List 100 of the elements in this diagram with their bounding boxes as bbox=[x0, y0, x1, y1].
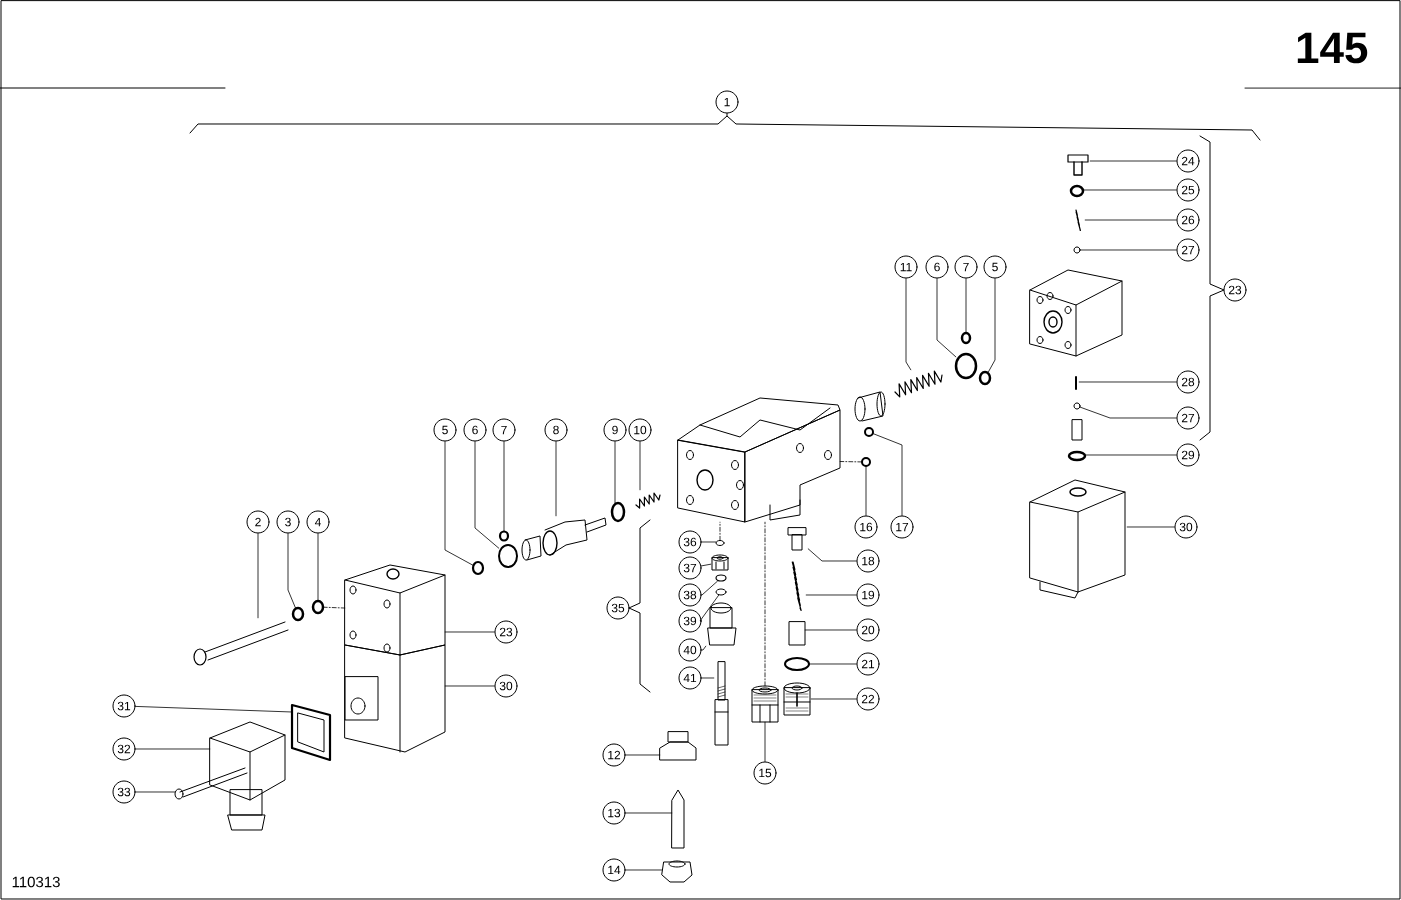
leader-line bbox=[1089, 160, 1177, 162]
nut-drawing bbox=[864, 427, 874, 437]
callout-number: 30 bbox=[1174, 515, 1198, 539]
leader-line bbox=[808, 663, 857, 665]
ball-drawing bbox=[1073, 402, 1081, 410]
callout-number: 29 bbox=[1176, 443, 1200, 467]
fitting-drawing bbox=[707, 602, 737, 646]
center-line bbox=[322, 606, 346, 609]
callout-number: 31 bbox=[112, 694, 136, 718]
o-ring-drawing bbox=[498, 530, 510, 542]
callout-number: 27 bbox=[1176, 406, 1200, 430]
callout-number: 24 bbox=[1176, 149, 1200, 173]
leader-line bbox=[1082, 189, 1177, 191]
callout-number: 1 bbox=[715, 90, 739, 114]
callout-number: 3 bbox=[276, 510, 300, 534]
leader-line bbox=[444, 441, 474, 566]
solenoid-drawing bbox=[1029, 479, 1126, 599]
leader-line bbox=[625, 812, 673, 814]
leader-line bbox=[503, 441, 505, 532]
leader-line bbox=[625, 754, 661, 756]
o-ring-drawing bbox=[954, 352, 978, 380]
o-ring-drawing bbox=[715, 588, 727, 596]
washer-drawing bbox=[291, 606, 305, 622]
leader-line bbox=[699, 594, 720, 622]
leader-line bbox=[988, 278, 996, 373]
callout-number: 2 bbox=[246, 510, 270, 534]
valve-block-drawing bbox=[677, 397, 841, 523]
drawing-number: 110313 bbox=[12, 876, 60, 888]
bolt-drawing bbox=[193, 621, 289, 666]
solenoid-drawing bbox=[344, 644, 446, 753]
o-ring-drawing bbox=[715, 574, 727, 582]
pin-drawing bbox=[714, 661, 729, 746]
callout-number: 9 bbox=[603, 418, 627, 442]
leader-line bbox=[1079, 249, 1177, 251]
callout-number: 37 bbox=[678, 556, 702, 580]
screw-drawing bbox=[174, 767, 248, 800]
connector-drawing bbox=[209, 721, 286, 831]
callout-number: 6 bbox=[925, 255, 949, 279]
leader-line bbox=[135, 748, 211, 750]
nut-drawing bbox=[861, 457, 871, 467]
leader-line bbox=[287, 533, 296, 609]
pin-drawing bbox=[671, 789, 685, 849]
leader-line bbox=[701, 677, 715, 679]
leader-line bbox=[257, 533, 259, 619]
leader-line bbox=[805, 594, 857, 596]
washer-drawing bbox=[311, 599, 325, 615]
bolt-drawing bbox=[1067, 154, 1089, 176]
spring-drawing bbox=[791, 561, 802, 612]
o-ring-drawing bbox=[1067, 450, 1087, 462]
plug-drawing bbox=[783, 682, 811, 716]
center-line bbox=[719, 521, 721, 541]
leader-line bbox=[872, 433, 903, 516]
leader-line bbox=[1078, 381, 1177, 383]
callout-number: 20 bbox=[856, 618, 880, 642]
o-ring-drawing bbox=[978, 370, 992, 386]
o-ring-drawing bbox=[960, 331, 972, 345]
seal-ring-drawing bbox=[784, 657, 810, 671]
callout-number: 5 bbox=[433, 418, 457, 442]
callout-number: 10 bbox=[628, 418, 652, 442]
leader-line bbox=[764, 721, 766, 762]
callout-number: 16 bbox=[854, 515, 878, 539]
plug-drawing bbox=[659, 731, 697, 761]
callout-number: 39 bbox=[678, 609, 702, 633]
callout-number: 11 bbox=[894, 255, 918, 279]
valve-housing-drawing bbox=[344, 564, 446, 656]
callout-number: 26 bbox=[1176, 208, 1200, 232]
callout-number: 41 bbox=[678, 666, 702, 690]
leader-line bbox=[865, 465, 867, 516]
callout-number: 6 bbox=[463, 418, 487, 442]
leader-line bbox=[905, 278, 912, 371]
leader-line bbox=[804, 629, 857, 631]
pin-drawing bbox=[787, 527, 807, 551]
callout-number: 40 bbox=[678, 638, 702, 662]
callout-number: 38 bbox=[678, 583, 702, 607]
leader-line bbox=[965, 278, 967, 334]
leader-line bbox=[807, 548, 857, 562]
nut-drawing bbox=[661, 860, 693, 883]
sleeve-drawing bbox=[788, 621, 806, 646]
o-ring-drawing bbox=[715, 540, 725, 546]
ball-drawing bbox=[1073, 246, 1081, 254]
callout-number: 14 bbox=[602, 858, 626, 882]
leader-line bbox=[555, 441, 557, 517]
leader-line bbox=[700, 563, 712, 567]
leader-line bbox=[701, 541, 717, 543]
callout-number: 15 bbox=[753, 761, 777, 785]
piston-drawing bbox=[521, 517, 607, 561]
callout-number: 7 bbox=[492, 418, 516, 442]
spring-drawing bbox=[1075, 209, 1081, 232]
callout-number: 23 bbox=[1223, 278, 1247, 302]
callout-number: 21 bbox=[856, 652, 880, 676]
page-number: 145 bbox=[1297, 32, 1368, 64]
callout-number: 36 bbox=[678, 530, 702, 554]
callout-number: 25 bbox=[1176, 178, 1200, 202]
leader-line bbox=[317, 533, 319, 602]
callout-number: 22 bbox=[856, 687, 880, 711]
leader-line bbox=[936, 278, 957, 358]
leader-line bbox=[444, 685, 495, 687]
gasket-drawing bbox=[290, 703, 332, 762]
callout-number: 13 bbox=[602, 801, 626, 825]
leader-line bbox=[1084, 219, 1177, 221]
